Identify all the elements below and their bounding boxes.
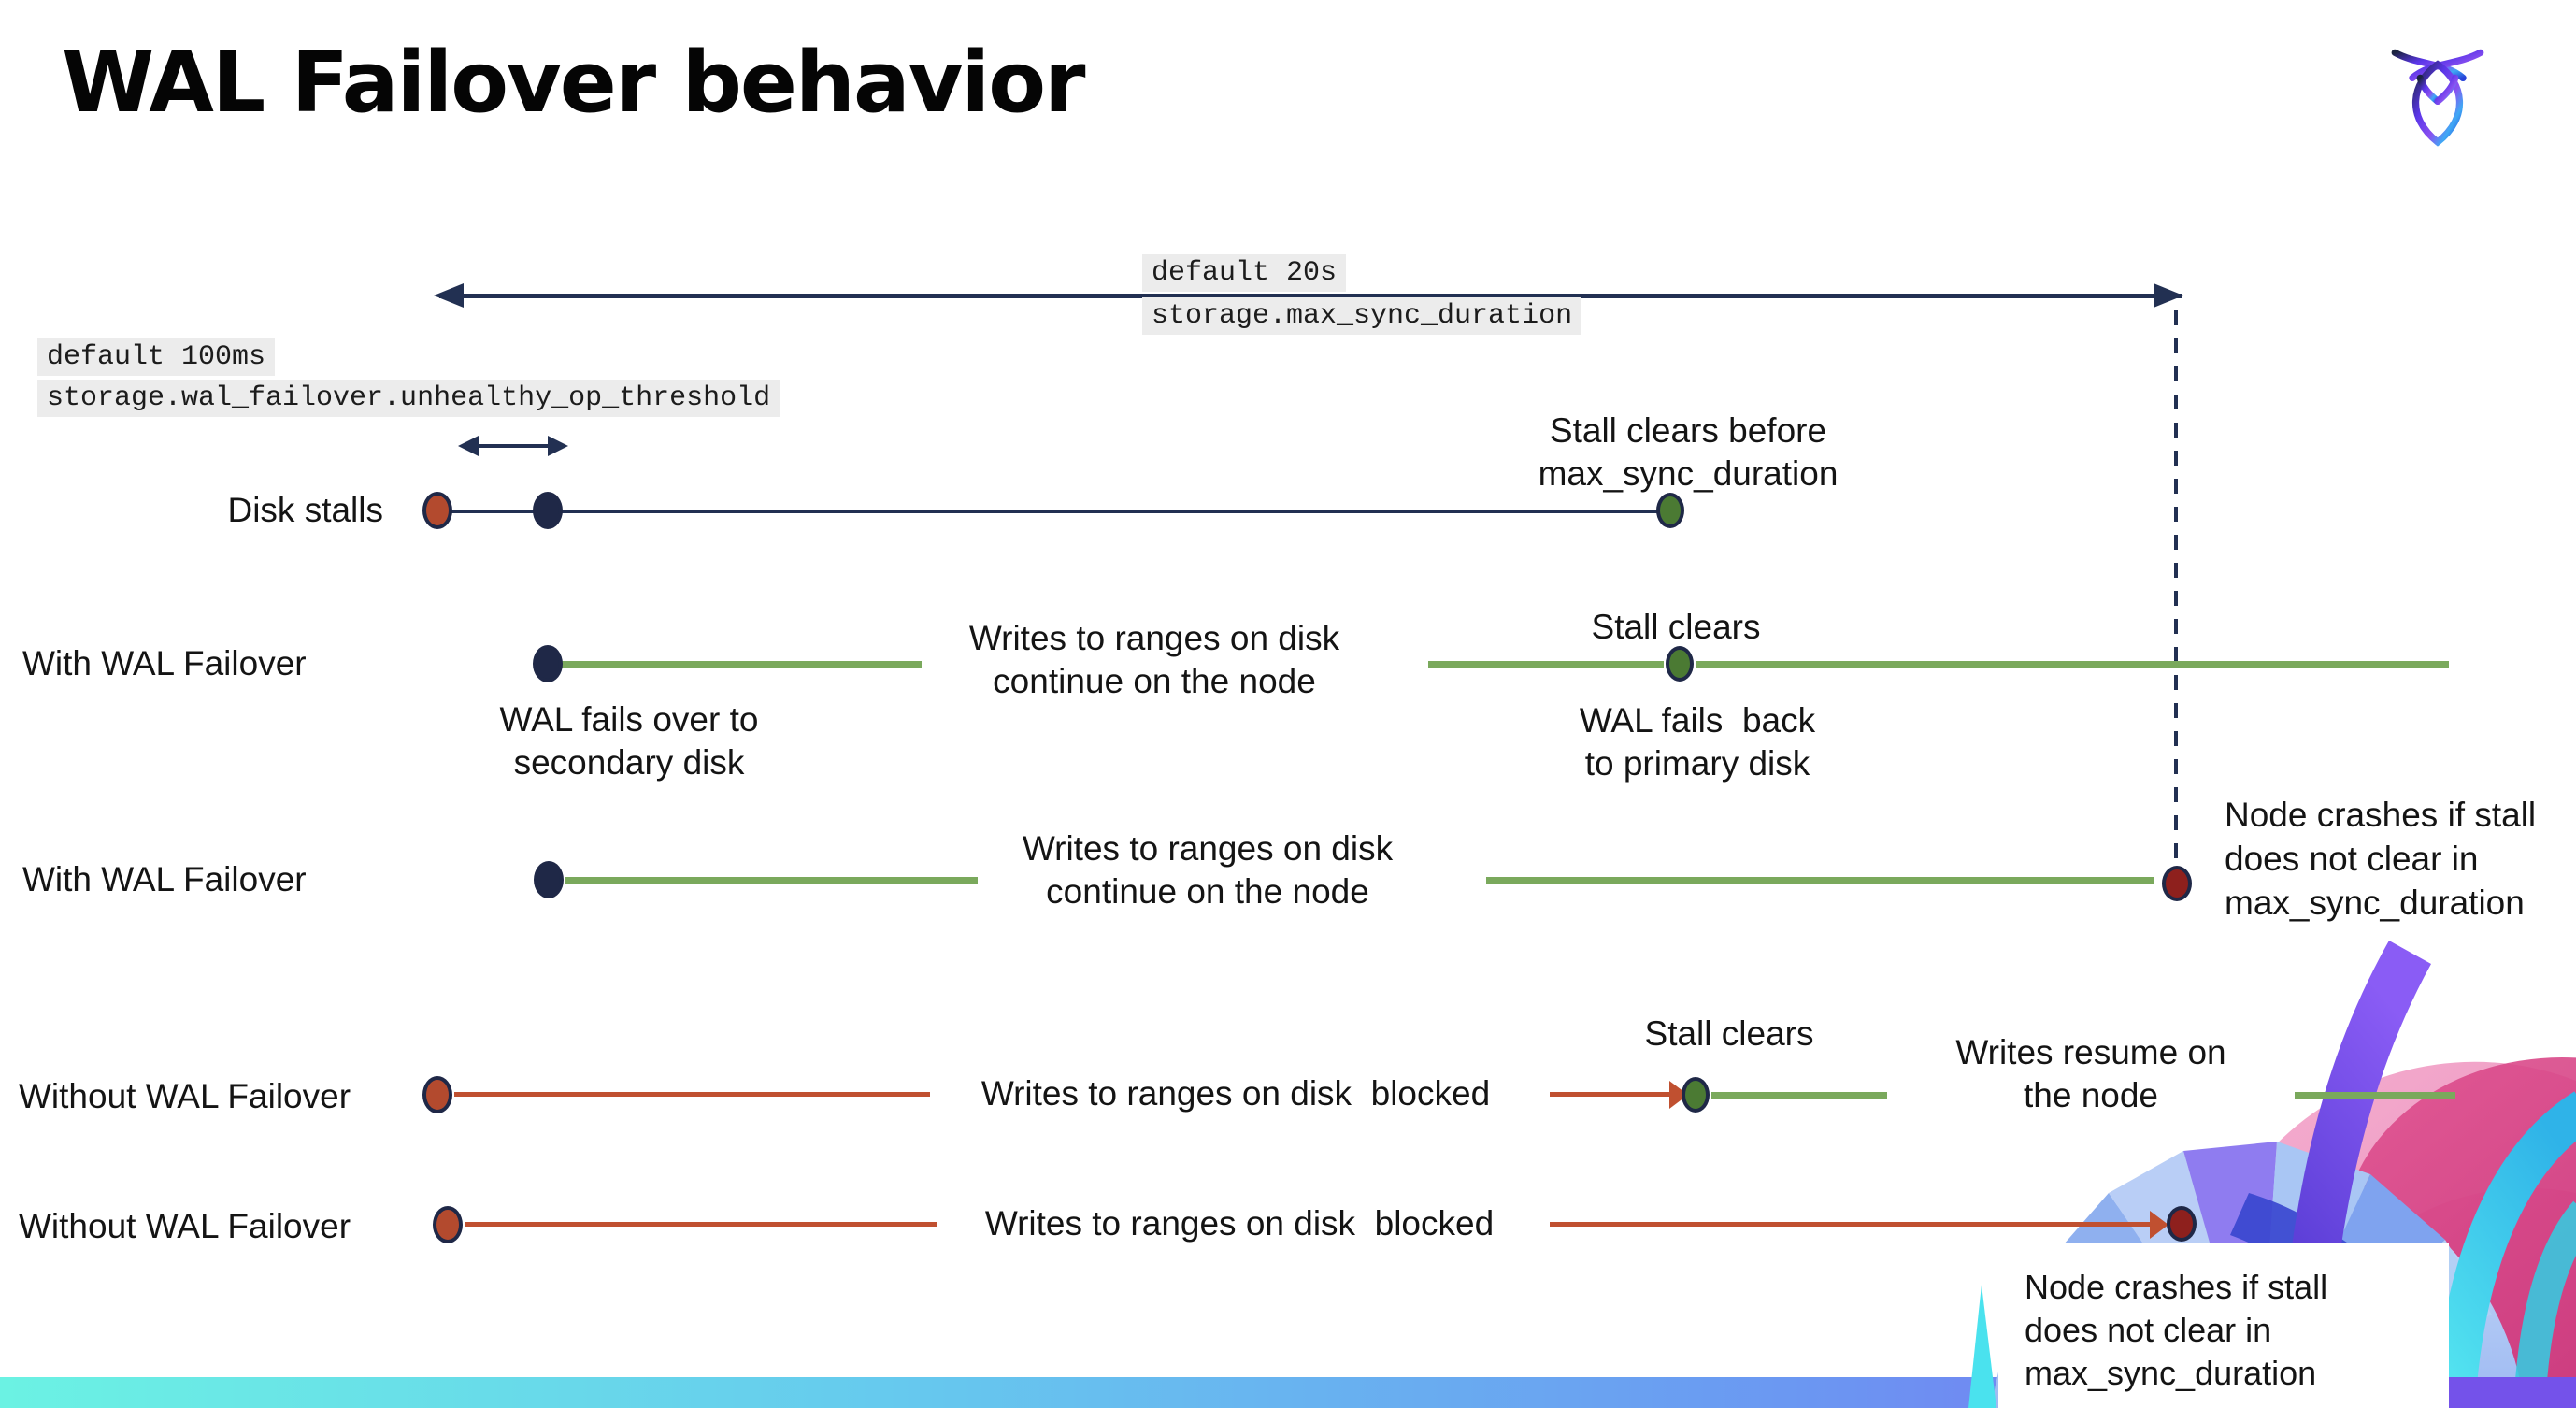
writes-blocked2-line-a <box>465 1222 937 1227</box>
red-arrow-head-icon-2 <box>2150 1211 2168 1239</box>
node-crash-line1: Node crashes if stall <box>2225 796 2537 834</box>
failback-note-line2: to primary disk <box>1584 744 1810 783</box>
writes-continue-line-a <box>561 661 922 668</box>
unhealthy-op-default-label: default 100ms <box>37 338 276 376</box>
stall-clears-note: Stall clears <box>1591 608 1761 646</box>
arrow-head-right-icon <box>2154 283 2183 308</box>
failback-note: WAL fails back to primary disk <box>1580 699 1815 785</box>
max-sync-dashed-drop-line <box>2174 310 2178 864</box>
row-label-with-wal-failover-1: With WAL Failover <box>22 644 307 682</box>
writes-continue-note-1: Writes to ranges on disk continue on the… <box>969 617 1339 703</box>
writes-continue2-line-b <box>1486 877 2154 884</box>
disk-stall-timeline <box>437 510 1671 513</box>
writes-blocked-note-2: Writes to ranges on disk blocked <box>984 1204 1495 1243</box>
node-crash-line3: max_sync_duration <box>2225 884 2525 922</box>
stall-clears-before-line2: max_sync_duration <box>1538 454 1839 493</box>
stall-clears-marker <box>1656 493 1684 528</box>
writes-resume-line1: Writes resume on <box>1955 1033 2226 1071</box>
arrow-head-left-icon <box>434 283 464 308</box>
writes-resume-note: Writes resume on the node <box>1955 1031 2225 1117</box>
writes-blocked2-line-b <box>1550 1222 2152 1227</box>
stall-clears-before-note: Stall clears before max_sync_duration <box>1538 409 1839 496</box>
stall-start-marker-3 <box>433 1206 463 1243</box>
failover-marker-2 <box>534 861 564 898</box>
writes-blocked-line-a <box>454 1092 930 1097</box>
node-crash-marker-2 <box>2167 1206 2197 1242</box>
node-crash2-line2: does not clear in <box>2025 1311 2272 1349</box>
node-crash2-line3: max_sync_duration <box>2025 1354 2317 1392</box>
unhealthy-op-setting-label: storage.wal_failover.unhealthy_op_thresh… <box>37 380 780 417</box>
writes-continue2-line-a <box>565 877 978 884</box>
threshold-marker <box>533 492 563 529</box>
row-label-without-wal-failover-1: Without WAL Failover <box>19 1077 351 1115</box>
node-crash-card: Node crashes if stall does not clear in … <box>1998 1243 2449 1408</box>
writes-blocked-note-1: Writes to ranges on disk blocked <box>980 1074 1491 1113</box>
row-label-with-wal-failover-2: With WAL Failover <box>22 860 307 898</box>
unhealthy-op-arrow-line <box>473 444 551 448</box>
node-crash-note: Node crashes if stall does not clear in … <box>2225 793 2536 925</box>
stall-clears-before-line1: Stall clears before <box>1549 411 1827 450</box>
row-label-disk-stalls: Disk stalls <box>227 491 383 529</box>
row-label-without-wal-failover-2: Without WAL Failover <box>19 1207 351 1245</box>
node-crash-marker <box>2162 866 2192 901</box>
stall-clears-note-2: Stall clears <box>1644 1014 1814 1053</box>
failover-note-line2: secondary disk <box>513 743 745 782</box>
page-title: WAL Failover behavior <box>62 34 1085 132</box>
short-arrow-head-right-icon <box>548 436 568 456</box>
stall-clears-marker-2 <box>1666 646 1694 682</box>
max-sync-default-label: default 20s <box>1142 254 1347 292</box>
short-arrow-head-left-icon <box>458 436 479 456</box>
writes-resume-line2: the node <box>2023 1076 2159 1114</box>
failover-note: WAL fails over to secondary disk <box>500 698 759 784</box>
failover-note-line1: WAL fails over to <box>499 700 759 739</box>
stall-clears-marker-3 <box>1682 1077 1710 1113</box>
max-sync-duration-arrow-line <box>439 294 2182 298</box>
writes-resume-line-b <box>2295 1092 2455 1099</box>
writes-continue-note-2: Writes to ranges on disk continue on the… <box>1023 827 1393 913</box>
cockroachdb-logo-icon <box>2391 49 2484 147</box>
stall-start-marker <box>422 492 452 529</box>
writes-continue-line-c <box>1696 661 2449 668</box>
max-sync-setting-label: storage.max_sync_duration <box>1142 297 1582 335</box>
writes-continue2-line1: Writes to ranges on disk <box>1022 829 1394 868</box>
writes-resume-line-a <box>1711 1092 1887 1099</box>
node-crash-line2: does not clear in <box>2225 840 2479 878</box>
stall-start-marker-2 <box>422 1076 452 1113</box>
node-crash2-line1: Node crashes if stall <box>2025 1268 2328 1306</box>
failback-note-line1: WAL fails back <box>1579 701 1816 740</box>
writes-continue-line2: continue on the node <box>993 662 1316 700</box>
writes-continue-line-b <box>1428 661 1664 668</box>
writes-continue-line1: Writes to ranges on disk <box>968 619 1340 657</box>
writes-blocked-line-b <box>1550 1092 1669 1097</box>
writes-continue2-line2: continue on the node <box>1046 872 1369 911</box>
failover-marker <box>533 645 563 682</box>
